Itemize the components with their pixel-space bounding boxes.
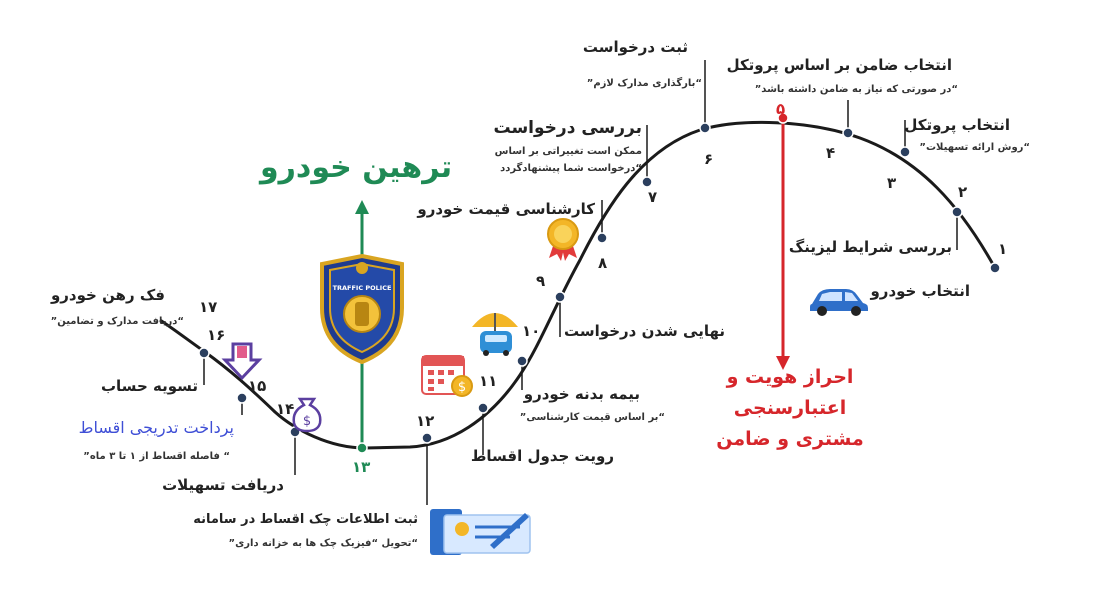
step-15-title: پرداخت تدریجی اقساط: [78, 418, 234, 437]
step-8-title: کارشناسی قیمت خودرو: [417, 200, 595, 218]
step-dot-16: [198, 347, 210, 359]
identity-note-line-1: احراز هویت و: [726, 366, 854, 388]
step-number-11: ۱۱: [479, 372, 498, 390]
step-dot-1: [989, 262, 1001, 274]
identity-note-line-2: اعتبارسنجی: [733, 397, 847, 419]
step-dots: [198, 112, 1001, 454]
step-3-note: “روش ارائه تسهیلات”: [919, 142, 1030, 153]
step-dot-15: [236, 392, 248, 404]
step-number-17: ۱۷: [199, 298, 218, 316]
step-dot-11: [477, 402, 489, 414]
step-7-title: بررسی درخواست: [493, 118, 642, 138]
identity-note-line-3: مشتری و ضامن: [716, 428, 864, 450]
step-number-12: ۱۲: [416, 412, 435, 430]
money-bag-icon: $: [292, 397, 322, 433]
step-3-title: انتخاب پروتکل: [904, 116, 1010, 134]
payment-arrow-icon: [221, 342, 263, 381]
step-number-4: ۴: [826, 144, 836, 162]
step-number-1: ۱: [998, 240, 1008, 258]
step-9-title: نهایی شدن درخواست: [564, 322, 725, 340]
step-11-title: رویت جدول اقساط: [470, 447, 614, 465]
step-12-title: ثبت اطلاعات چک اقساط در سامانه: [193, 512, 418, 527]
green-arrow-head: [355, 200, 369, 214]
car-icon: [810, 289, 868, 316]
step-number-15: ۱۵: [248, 377, 267, 395]
step-number-16: ۱۶: [207, 326, 226, 344]
step-number-10: ۱۰: [522, 322, 541, 340]
step-dot-10: [516, 355, 528, 367]
main-title: ترهین خودرو: [260, 150, 453, 185]
step-number-7: ۷: [648, 188, 658, 206]
step-connectors: [203, 60, 958, 505]
step-12-note: “تحویل “فیزیک چک ها به خزانه داری”: [228, 538, 418, 549]
traffic-police-badge-icon: TRAFFIC POLICE: [320, 253, 404, 365]
step-2-title: بررسی شرایط لیزینگ: [788, 238, 952, 256]
step-number-8: ۸: [598, 254, 608, 272]
step-10-title: بیمه بدنه خودرو: [523, 385, 640, 403]
step-dot-12: [421, 432, 433, 444]
step-number-5: ۵: [776, 100, 786, 118]
step-dot-3: [899, 146, 911, 158]
step-14-title: دریافت تسهیلات: [162, 476, 284, 494]
red-arrow-head: [776, 356, 790, 370]
step-dot-13: [356, 442, 368, 454]
step-number-2: ۲: [958, 183, 968, 201]
step-dot-6: [699, 122, 711, 134]
step-number-13: ۱۳: [352, 458, 371, 476]
step-number-3: ۳: [887, 174, 897, 192]
step-number-9: ۹: [536, 272, 546, 290]
calendar-coin-icon: $: [421, 355, 473, 397]
step-15-note: “ فاصله اقساط از ۱ تا ۳ ماه”: [83, 451, 230, 462]
step-number-6: ۶: [704, 150, 714, 168]
step-number-14: ۱۴: [276, 400, 295, 418]
step-6-title: ثبت درخواست: [582, 38, 688, 56]
step-dot-8: [596, 232, 608, 244]
medal-icon: [547, 218, 579, 261]
cheque-icon: [430, 509, 531, 555]
step-dot-7: [641, 176, 653, 188]
step-dot-2: [951, 206, 963, 218]
step-4-note: “در صورتی که نیاز به ضامن داشته باشد”: [754, 84, 958, 95]
step-1-title: انتخاب خودرو: [870, 282, 970, 300]
step-6-note: “بارگذاری مدارک لازم”: [586, 78, 702, 89]
step-10-note: “بر اساس قیمت کارشناسی”: [519, 412, 665, 423]
step-16-title: تسویه حساب: [100, 377, 198, 395]
svg-text:$: $: [458, 380, 466, 395]
step-17-title: فک رهن خودرو: [50, 286, 165, 304]
step-7-note: ممکن است تغییراتی بر اساس: [494, 146, 642, 157]
step-dot-4: [842, 127, 854, 139]
insurance-icon: [472, 313, 518, 356]
step-dot-9: [554, 291, 566, 303]
svg-text:$: $: [303, 414, 311, 429]
step-dot-5: [777, 112, 789, 124]
badge-text: TRAFFIC POLICE: [333, 284, 392, 292]
identity-note: احراز هویت و اعتبارسنجی مشتری و ضامن: [690, 362, 890, 455]
step-7-note-2: “درخواست شما پیشنهادگردد: [500, 163, 642, 174]
step-17-note: “دریافت مدارک و تضامین”: [50, 316, 184, 327]
step-4-title: انتخاب ضامن بر اساس پروتکل: [726, 56, 952, 74]
